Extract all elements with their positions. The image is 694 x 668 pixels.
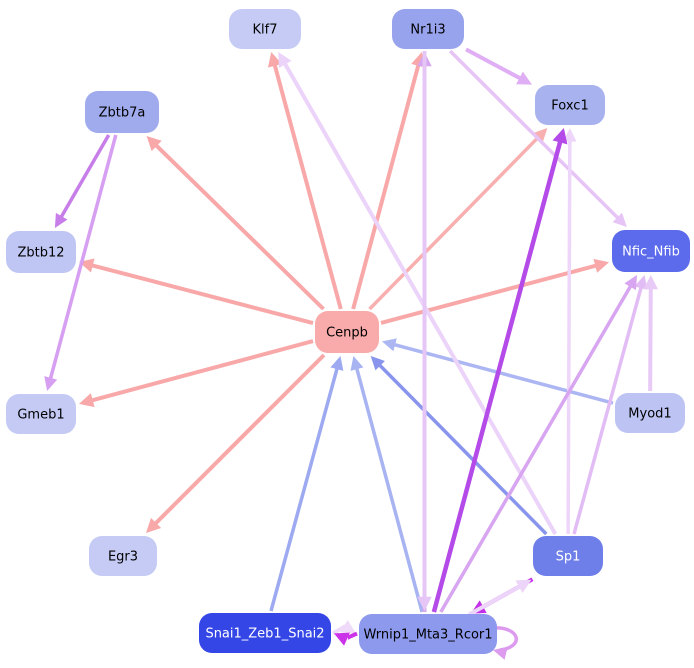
arrowhead-icon (54, 212, 68, 228)
edge-Sp1-Cenpb (370, 356, 548, 536)
node-Cenpb[interactable]: Cenpb (315, 311, 379, 353)
arrowhead-icon (634, 275, 648, 290)
arrowhead-icon (533, 128, 548, 143)
node-shape[interactable] (89, 536, 157, 576)
edge-Wrnip1-NficNfib (439, 275, 638, 613)
arrowhead-icon (417, 596, 432, 611)
node-Gmeb1[interactable]: Gmeb1 (6, 394, 76, 434)
node-shape[interactable] (359, 614, 497, 654)
edge-Wrnip1-Wrnip1 (493, 626, 518, 660)
node-Egr3[interactable]: Egr3 (89, 536, 157, 576)
arrowhead-icon (340, 619, 356, 634)
edge-Wrnip1-Cenpb (350, 356, 424, 613)
arrowhead-icon (515, 579, 532, 593)
edge-Wrnip1-Sp1 (467, 579, 532, 617)
arrowhead-icon (278, 52, 292, 68)
node-shape[interactable] (533, 536, 603, 576)
arrowhead-icon (146, 136, 162, 152)
arrowhead-icon (563, 128, 577, 142)
arrowhead-icon (593, 258, 609, 273)
edge-Zbtb7a-Zbtb12 (54, 134, 111, 228)
node-Foxc1[interactable]: Foxc1 (535, 85, 605, 125)
node-shape[interactable] (6, 394, 76, 434)
edge-Myod1-Cenpb (382, 338, 614, 405)
node-shape[interactable] (612, 230, 690, 272)
node-shape[interactable] (615, 393, 685, 433)
edge-Wrnip1-Foxc1 (431, 128, 568, 613)
edge-Cenpb-NficNfib (380, 258, 609, 325)
node-Zbtb7a[interactable]: Zbtb7a (85, 91, 159, 133)
arrowhead-icon (350, 356, 364, 371)
arrowhead-icon (612, 212, 627, 227)
arrowhead-icon (624, 275, 638, 291)
edge-Cenpb-Nr1i3 (351, 52, 426, 310)
edge-Nr1i3-Foxc1 (465, 47, 532, 85)
node-shape[interactable] (85, 91, 159, 133)
edge-Sp1-Klf7 (278, 52, 558, 535)
node-Snai1[interactable]: Snai1_Zeb1_Snai2 (199, 613, 331, 653)
node-shape[interactable] (229, 9, 301, 49)
node-shape[interactable] (392, 9, 464, 49)
arrowhead-icon (370, 356, 385, 371)
edge-Snai1-Wrnip1 (331, 619, 356, 636)
edge-Cenpb-Egr3 (146, 353, 326, 533)
node-NficNfib[interactable]: Nfic_Nfib (612, 230, 690, 272)
edge-Cenpb-Klf7 (267, 52, 343, 310)
node-Nr1i3[interactable]: Nr1i3 (392, 9, 464, 49)
edge-Cenpb-Zbtb7a (146, 136, 325, 311)
node-shape[interactable] (199, 613, 331, 653)
edge-Snai1-Cenpb (269, 356, 344, 612)
node-shape[interactable] (535, 85, 605, 125)
arrowhead-icon (382, 338, 397, 352)
node-shape[interactable] (315, 311, 379, 353)
arrowhead-icon (334, 632, 350, 646)
edge-Cenpb-Zbtb12 (79, 258, 314, 326)
node-Sp1[interactable]: Sp1 (533, 536, 603, 576)
arrowhead-icon (330, 356, 344, 371)
node-Wrnip1[interactable]: Wrnip1_Mta3_Rcor1 (359, 614, 497, 654)
arrowhead-icon (79, 393, 95, 408)
edge-Zbtb7a-Gmeb1 (44, 134, 118, 391)
edge-Nr1i3-Wrnip1 (417, 51, 432, 611)
arrowhead-icon (267, 52, 282, 68)
edge-Nr1i3-NficNfib (448, 49, 627, 227)
node-shape[interactable] (6, 231, 76, 273)
node-Myod1[interactable]: Myod1 (615, 393, 685, 433)
edge-Sp1-Foxc1 (563, 128, 577, 535)
edge-Cenpb-Gmeb1 (79, 339, 314, 408)
node-Zbtb12[interactable]: Zbtb12 (6, 231, 76, 273)
arrowhead-icon (552, 128, 568, 145)
arrowhead-icon (146, 517, 162, 533)
edge-Myod1-NficNfib (643, 275, 658, 392)
arrowhead-icon (44, 376, 58, 391)
node-Klf7[interactable]: Klf7 (229, 9, 301, 49)
edge-Wrnip1-Snai1 (334, 631, 358, 646)
edge-Cenpb-Foxc1 (368, 128, 548, 311)
edge-Sp1-NficNfib (572, 275, 648, 535)
arrowhead-icon (516, 71, 532, 85)
arrowhead-icon (643, 275, 658, 290)
arrowhead-icon (493, 646, 508, 660)
